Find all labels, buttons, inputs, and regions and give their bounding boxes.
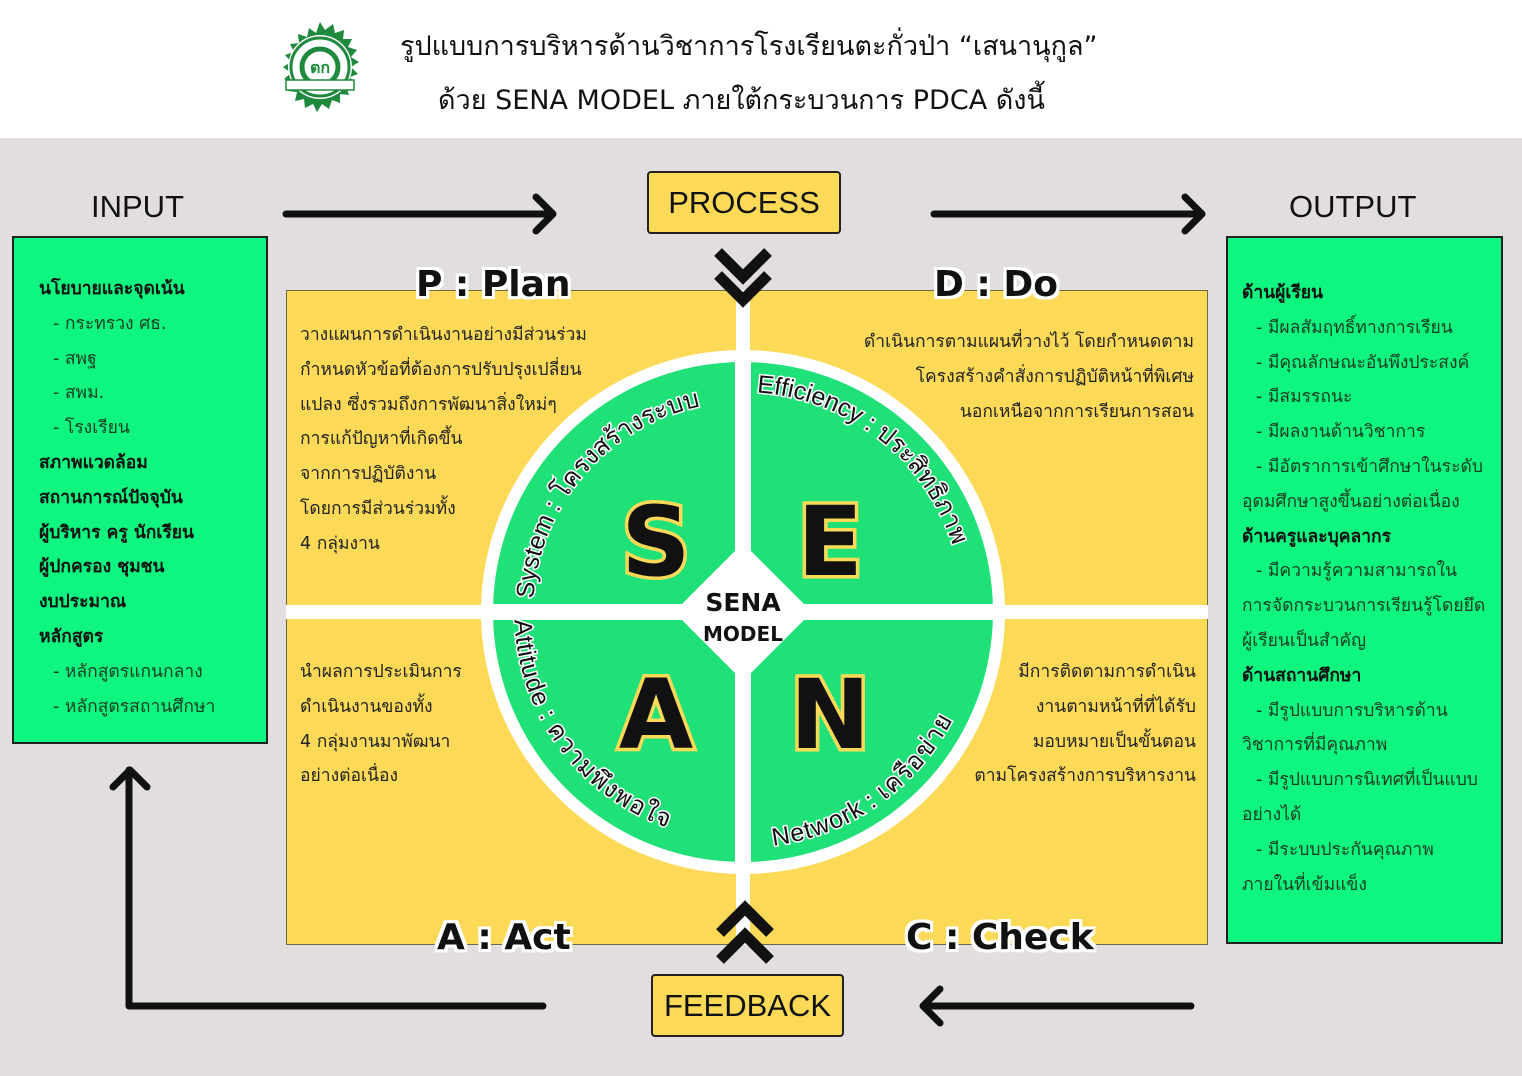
- feedback-loop-arrow-icon: [109, 766, 547, 1010]
- school-emblem-icon: ตก: [270, 22, 370, 118]
- output-label: OUTPUT: [1289, 189, 1417, 224]
- letter-n: N: [790, 659, 870, 771]
- double-chevron-up-icon: [716, 900, 774, 964]
- output-list-item: - มีรูปแบบการบริหารด้าน: [1256, 700, 1448, 721]
- input-label: INPUT: [91, 189, 184, 224]
- output-list-item: อุดมศึกษาสูงขึ้นอย่างต่อเนื่อง: [1242, 491, 1460, 512]
- input-list-item: - สพฐ: [53, 348, 97, 369]
- output-list-item: วิชาการที่มีคุณภาพ: [1242, 735, 1388, 756]
- letter-a: A: [619, 659, 693, 771]
- output-list-item: - มีคุณลักษณะอันพึงประสงค์: [1256, 352, 1470, 373]
- double-chevron-down-icon: [714, 248, 772, 308]
- input-list-item: - กระทรวง ศธ.: [53, 313, 167, 334]
- act-text-line: ดำเนินงานของทั้ง: [300, 696, 433, 717]
- input-list-item: สภาพแวดล้อม: [39, 452, 148, 473]
- plan-text-line: วางแผนการดำเนินงานอย่างมีส่วนร่วม: [300, 325, 587, 345]
- input-list: นโยบายและจุดเน้น - กระทรวง ศธ. - สพฐ - สพม.…: [39, 272, 266, 724]
- output-box: ด้านผู้เรียน - มีผลสัมฤทธิ์ทางการเรียน - ม…: [1226, 236, 1503, 944]
- input-list-item: งบประมาณ: [39, 592, 127, 613]
- output-list-item: ด้านสถานศึกษา: [1242, 665, 1362, 686]
- input-list-item: สถานการณ์ปัจจุบัน: [39, 487, 183, 508]
- act-text-line: 4 กลุ่มงานมาพัฒนา: [300, 731, 451, 752]
- feedback-box: FEEDBACK: [651, 974, 844, 1037]
- plan-text-line: แปลง ซึ่งรวมถึงการพัฒนาสิ่งใหม่ๆ: [300, 394, 557, 415]
- output-list-item: ผู้เรียนเป็นสำคัญ: [1242, 630, 1367, 651]
- do-description: ดำเนินการตามแผนที่วางไว้ โดยกำหนดตามโครง…: [864, 325, 1194, 429]
- plan-text-line: โดยการมีส่วนร่วมทั้ง: [300, 498, 456, 519]
- check-text-line: มีการติดตามการดำเนิน: [1018, 662, 1196, 682]
- page-title-line1: รูปแบบการบริหารด้านวิชาการโรงเรียนตะกั่ว…: [400, 31, 1098, 62]
- output-list-item: อย่างได้: [1242, 804, 1302, 825]
- output-list-item: - มีอัตราการเข้าศึกษาในระดับ: [1256, 456, 1483, 477]
- arrow-right-icon: [930, 193, 1206, 235]
- do-title: D : Do: [934, 264, 1058, 305]
- sena-center-subtitle: MODEL: [703, 622, 783, 646]
- letter-e: E: [797, 486, 863, 598]
- output-list-item: - มีผลงานด้านวิชาการ: [1256, 422, 1426, 443]
- input-list-item: - สพม.: [53, 383, 105, 404]
- plan-text-line: กำหนดหัวข้อที่ต้องการปรับปรุงเปลี่ยน: [300, 359, 582, 380]
- input-list-item: หลักสูตร: [39, 626, 104, 647]
- output-list-item: ด้านผู้เรียน: [1242, 283, 1324, 303]
- plan-title: P : Plan: [416, 264, 571, 305]
- input-list-item: - หลักสูตรสถานศึกษา: [53, 696, 216, 717]
- act-title: A : Act: [437, 917, 571, 958]
- output-list-item: - มีสมรรถนะ: [1256, 387, 1353, 408]
- plan-text-line: การแก้ปัญหาที่เกิดขึ้น: [300, 429, 463, 450]
- output-list-item: ด้านครูและบุคลากร: [1242, 526, 1392, 547]
- check-description: มีการติดตามการดำเนินงานตามหน้าที่ที่ได้ร…: [974, 655, 1196, 794]
- feedback-label: FEEDBACK: [663, 987, 832, 1023]
- output-list-item: - มีรูปแบบการนิเทศที่เป็นแบบ: [1256, 770, 1478, 791]
- plan-description: วางแผนการดำเนินงานอย่างมีส่วนร่วมกำหนดหั…: [300, 318, 587, 562]
- check-title: C : Check: [906, 917, 1094, 958]
- header: ตก รูปแบบการบริหารด้านวิชาการโรงเรียนตะก…: [0, 0, 1522, 138]
- input-list-item: - โรงเรียน: [53, 418, 130, 439]
- page-title-line2: ด้วย SENA MODEL ภายใต้กระบวนการ PDCA ดัง…: [438, 85, 1045, 116]
- check-text-line: งานตามหน้าที่ที่ได้รับ: [1035, 696, 1196, 717]
- process-box: PROCESS: [647, 171, 841, 234]
- act-text-line: อย่างต่อเนื่อง: [300, 766, 399, 787]
- arrow-left-icon: [919, 985, 1195, 1027]
- act-text-line: นำผลการประเมินการ: [300, 662, 462, 682]
- check-text-line: มอบหมายเป็นขั้นตอน: [1032, 731, 1196, 752]
- output-list-item: การจัดกระบวนการเรียนรู้โดยยึด: [1242, 596, 1486, 617]
- do-text-line: โครงสร้างคำสั่งการปฏิบัติหน้าที่พิเศษ: [915, 366, 1194, 387]
- input-list-item: นโยบายและจุดเน้น: [39, 279, 185, 299]
- output-list: ด้านผู้เรียน - มีผลสัมฤทธิ์ทางการเรียน - ม…: [1242, 276, 1501, 902]
- do-text-line: นอกเหนือจากการเรียนการสอน: [959, 401, 1194, 422]
- sena-center-title: SENA: [705, 588, 781, 617]
- arrow-right-icon: [282, 193, 557, 235]
- process-label: PROCESS: [668, 184, 820, 220]
- sena-circle: [481, 350, 1005, 874]
- output-list-item: - มีความรู้ความสามารถใน: [1256, 561, 1457, 582]
- output-list-item: ภายในที่เข้มแข็ง: [1242, 874, 1367, 895]
- plan-text-line: 4 กลุ่มงาน: [300, 533, 380, 554]
- plan-text-line: จากการปฏิบัติงาน: [300, 464, 437, 485]
- do-text-line: ดำเนินการตามแผนที่วางไว้ โดยกำหนดตาม: [863, 332, 1194, 352]
- input-list-item: ผู้บริหาร ครู นักเรียน: [39, 522, 194, 543]
- input-box: นโยบายและจุดเน้น - กระทรวง ศธ. - สพฐ - สพม.…: [12, 236, 268, 744]
- act-description: นำผลการประเมินการดำเนินงานของทั้ง 4 กลุ่ม…: [300, 655, 462, 794]
- output-list-item: - มีผลสัมฤทธิ์ทางการเรียน: [1256, 317, 1453, 338]
- svg-text:ตก: ตก: [310, 58, 330, 77]
- check-text-line: ตามโครงสร้างการบริหารงาน: [974, 766, 1196, 787]
- output-list-item: - มีระบบประกันคุณภาพ: [1256, 839, 1434, 860]
- input-list-item: - หลักสูตรแกนกลาง: [53, 661, 203, 682]
- input-list-item: ผู้ปกครอง ชุมชน: [39, 557, 165, 578]
- letter-s: S: [621, 486, 690, 598]
